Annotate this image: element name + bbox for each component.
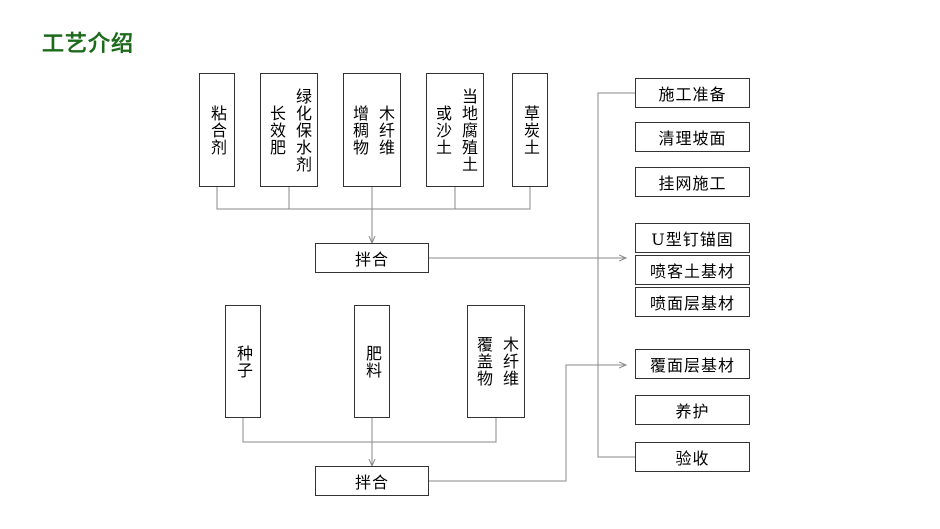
material-peat-soil: 草炭土: [512, 73, 548, 187]
step-spray-surface-substrate: 喷面层基材: [635, 287, 750, 317]
step-u-nail-anchoring: U型钉锚固: [635, 223, 750, 253]
step-acceptance: 验收: [635, 442, 750, 472]
step-construction-prep: 施工准备: [635, 78, 750, 108]
material-fertilizer: 肥料: [354, 305, 390, 418]
material-humus-soil: 当地腐殖土 或沙土: [426, 73, 484, 187]
material-wood-fiber-mulch: 木纤维 覆盖物: [467, 305, 525, 418]
material-wood-fiber-thickener: 木纤维 增稠物: [343, 73, 401, 187]
step-cover-surface-substrate: 覆面层基材: [635, 349, 750, 379]
step-slope-cleanup: 清理坡面: [635, 122, 750, 152]
mix-box-2: 拌合: [315, 466, 429, 496]
material-seeds: 种子: [225, 305, 261, 418]
page-title: 工艺介绍: [42, 32, 135, 57]
material-binder: 粘合剂: [199, 73, 235, 187]
step-net-installation: 挂网施工: [635, 167, 750, 197]
mix-box-1: 拌合: [315, 243, 429, 273]
step-maintenance: 养护: [635, 395, 750, 425]
material-water-retainer-fertilizer: 绿化保水剂 长效肥: [260, 73, 318, 187]
step-spray-soil-substrate: 喷客土基材: [635, 255, 750, 285]
